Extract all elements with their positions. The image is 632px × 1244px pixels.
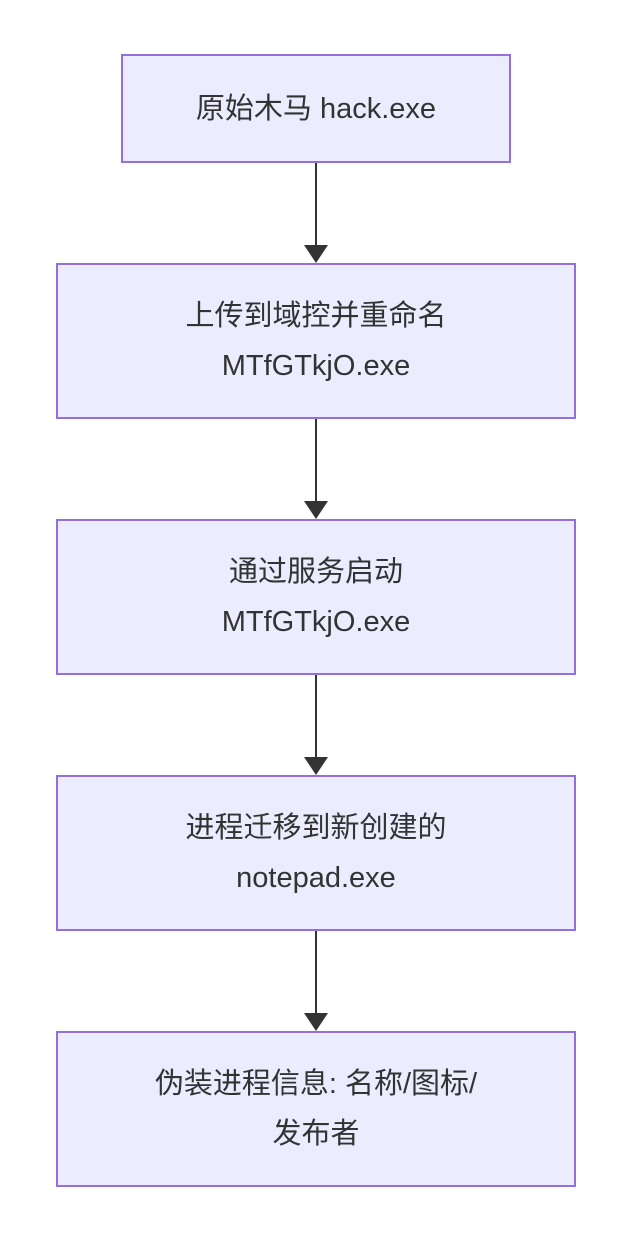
node-label: 上传到域控并重命名 bbox=[185, 300, 447, 332]
node-label: 原始木马 hack.exe bbox=[195, 92, 437, 125]
node-label: 发布者 bbox=[272, 1118, 360, 1150]
arrowhead-down-icon bbox=[304, 1013, 328, 1031]
flow-node-service-start: 通过服务启动 MTfGTkjO.exe bbox=[56, 519, 576, 675]
arrowhead-down-icon bbox=[304, 501, 328, 519]
edge-line bbox=[315, 419, 317, 502]
edge-upload-rename-to-service-start bbox=[304, 419, 328, 519]
arrowhead-down-icon bbox=[304, 245, 328, 263]
edge-original-trojan-to-upload-rename bbox=[304, 163, 328, 263]
edge-line bbox=[315, 163, 317, 246]
arrowhead-down-icon bbox=[304, 757, 328, 775]
flow-node-upload-rename: 上传到域控并重命名 MTfGTkjO.exe bbox=[56, 263, 576, 419]
flow-node-original-trojan: 原始木马 hack.exe bbox=[121, 54, 511, 163]
flow-node-process-migrate: 进程迁移到新创建的 notepad.exe bbox=[56, 775, 576, 931]
node-label: MTfGTkjO.exe bbox=[221, 606, 411, 638]
node-label: notepad.exe bbox=[236, 862, 396, 894]
node-label: 进程迁移到新创建的 bbox=[185, 812, 447, 844]
edge-service-start-to-process-migrate bbox=[304, 675, 328, 775]
node-label: MTfGTkjO.exe bbox=[221, 350, 411, 382]
edge-process-migrate-to-disguise-info bbox=[304, 931, 328, 1031]
edge-line bbox=[315, 675, 317, 758]
edge-line bbox=[315, 931, 317, 1014]
flow-node-disguise-info: 伪装进程信息: 名称/图标/ 发布者 bbox=[56, 1031, 576, 1187]
node-label: 伪装进程信息: 名称/图标/ bbox=[154, 1068, 478, 1100]
node-label: 通过服务启动 bbox=[228, 556, 403, 588]
